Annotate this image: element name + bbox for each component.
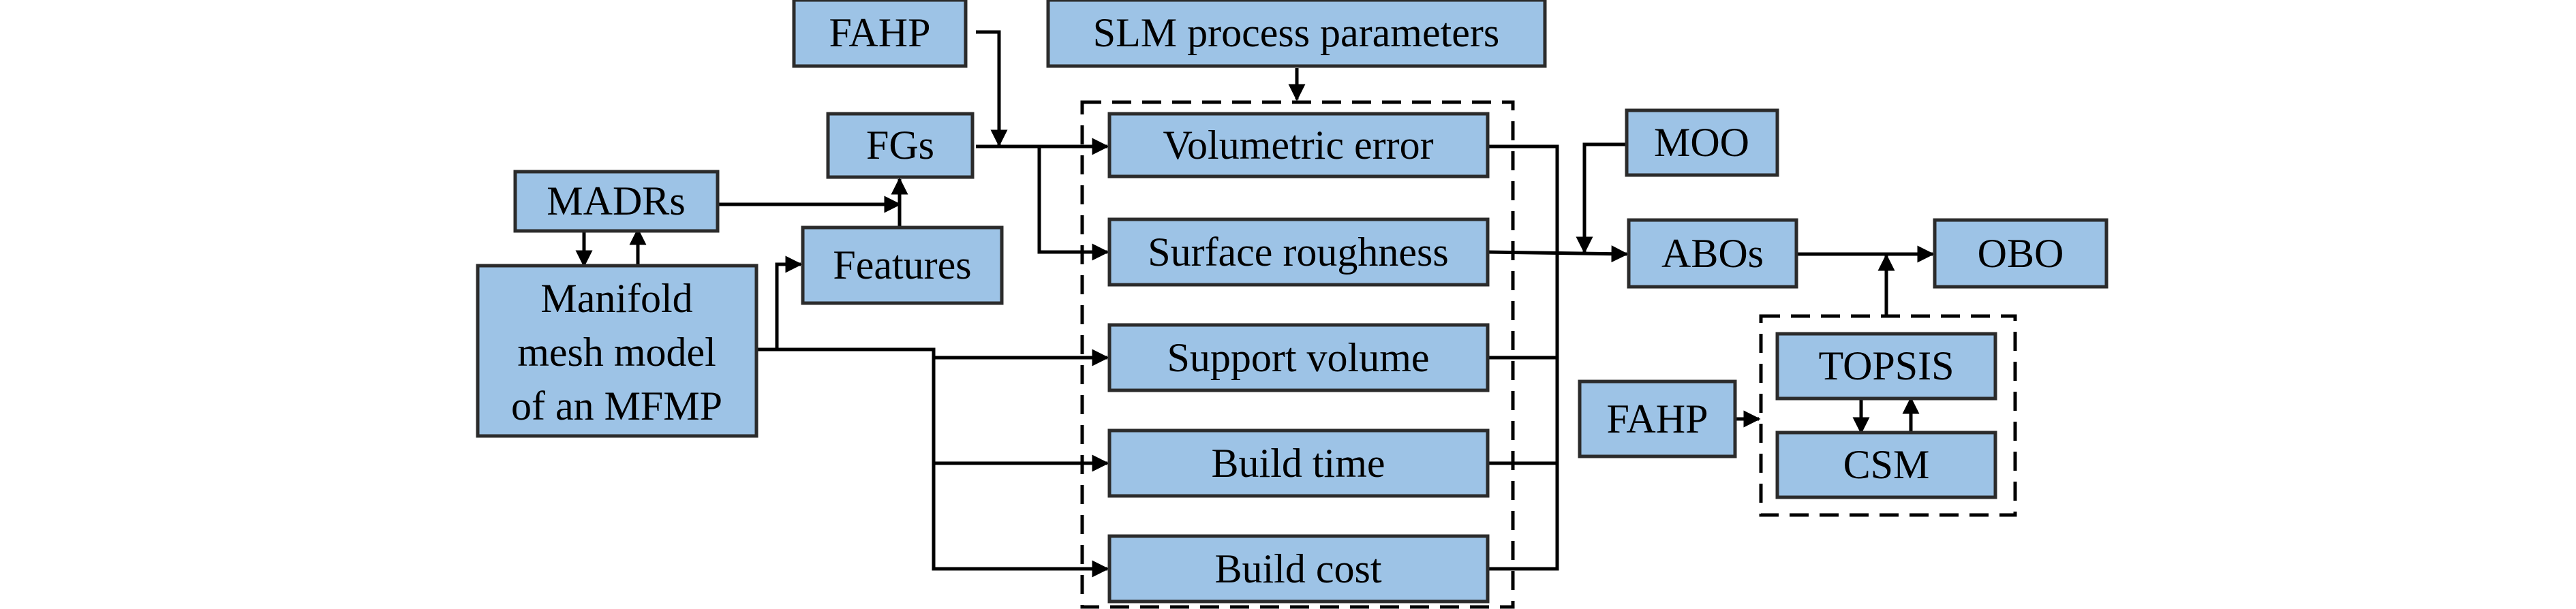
manifold-mesh-model-line-1: Manifold: [540, 276, 692, 321]
support-volume-node: Support volume: [1107, 323, 1490, 392]
manifold-mesh-model-line-3: of an MFMP: [511, 384, 722, 428]
slm-process-parameters-node: SLM process parameters: [1046, 0, 1547, 68]
build-time-node: Build time: [1107, 428, 1490, 498]
abos-node: ABOs: [1627, 218, 1798, 289]
topsis-label: TOPSIS: [1819, 343, 1954, 388]
surface-roughness-label: Surface roughness: [1148, 230, 1449, 275]
csm-label: CSM: [1843, 442, 1930, 487]
surface-roughness-node: Surface roughness: [1107, 217, 1490, 287]
edge-moo-to-abos: [1576, 142, 1627, 254]
edges: [575, 30, 1935, 578]
edge-mesh-to-build-cost: [932, 463, 1109, 578]
volumetric-error-label: Volumetric error: [1163, 123, 1433, 168]
edge-mesh-to-support-volume: [756, 347, 1109, 366]
features-node: Features: [801, 225, 1004, 305]
madrs-node: MADRs: [513, 170, 720, 233]
support-volume-label: Support volume: [1167, 335, 1430, 380]
obo-node: OBO: [1933, 218, 2109, 289]
fgs-label: FGs: [866, 123, 934, 168]
slm-process-parameters-label: SLM process parameters: [1093, 10, 1499, 55]
madrs-label: MADRs: [547, 178, 685, 223]
fgs-node: FGs: [826, 112, 975, 179]
volumetric-error-node: Volumetric error: [1107, 112, 1490, 178]
edge-objectives-to-abos: [1487, 245, 1629, 263]
moo-node: MOO: [1625, 108, 1779, 177]
features-label: Features: [833, 243, 971, 287]
build-cost-node: Build cost: [1107, 534, 1490, 604]
fahp-top-node: FAHP: [792, 0, 968, 68]
fahp-bottom-node: FAHP: [1578, 379, 1737, 458]
abos-label: ABOs: [1661, 231, 1764, 276]
obo-label: OBO: [1978, 231, 2064, 276]
edge-fgs-to-surface-roughness: [1037, 146, 1109, 261]
manifold-mesh-model-line-2: mesh model: [517, 330, 716, 375]
fahp-top-label: FAHP: [829, 10, 931, 55]
edge-fahp-to-fg-junction: [976, 30, 1008, 147]
csm-node: CSM: [1775, 431, 1997, 499]
fahp-bottom-label: FAHP: [1607, 396, 1708, 441]
build-cost-label: Build cost: [1214, 546, 1381, 591]
build-time-label: Build time: [1212, 441, 1385, 486]
edge-mesh-to-features: [756, 255, 803, 352]
topsis-node: TOPSIS: [1775, 332, 1997, 401]
objectives-group-border: [1080, 100, 1515, 609]
moo-label: MOO: [1654, 120, 1749, 165]
manifold-mesh-model-node: Manifold mesh model of an MFMP: [476, 264, 758, 438]
